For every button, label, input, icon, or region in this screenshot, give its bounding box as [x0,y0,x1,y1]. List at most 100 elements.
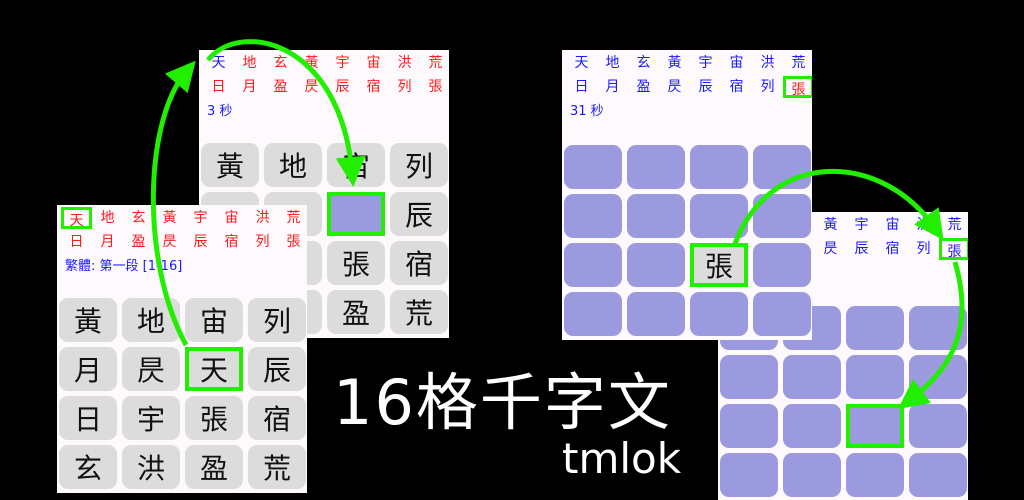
tile[interactable]: 日 [59,396,117,440]
header-char: 宿 [224,234,239,250]
tile[interactable] [753,292,811,336]
header-char: 荒 [286,210,301,226]
tile[interactable]: 盈 [185,445,243,489]
tile[interactable]: 宿 [390,241,448,285]
tile[interactable] [564,243,622,287]
header-row: 昃辰宿列張 [722,238,968,260]
status-text: 繁體: 第一段 [1-16] [65,259,183,274]
tile[interactable] [720,453,778,497]
header-char: 玄 [636,55,651,71]
tile-grid: 張 [564,145,811,336]
tile[interactable]: 黃 [59,298,117,342]
header-char: 玄 [273,55,288,71]
header-char: 宿 [729,79,744,95]
tile[interactable] [720,355,778,399]
header-char: 日 [211,79,226,95]
tile[interactable] [627,243,685,287]
tile[interactable] [627,194,685,238]
tile[interactable] [783,404,841,448]
header-char: 宙 [224,210,239,226]
tile[interactable]: 宿 [248,396,306,440]
header-char: 列 [916,241,931,257]
tile[interactable]: 宙 [185,298,243,342]
tile[interactable] [720,404,778,448]
header-char: 黃 [823,217,838,233]
tile[interactable] [627,145,685,189]
header-char: 洪 [397,55,412,71]
tile[interactable]: 列 [390,143,448,187]
header-char: 玄 [131,210,146,226]
tile[interactable]: 黃 [201,143,259,187]
tile[interactable]: 月 [59,347,117,391]
header-char: 張 [428,79,443,95]
tile[interactable] [846,306,904,350]
header-char: 月 [605,79,620,95]
header-char: 辰 [335,79,350,95]
tile[interactable] [327,192,385,236]
tile[interactable]: 列 [248,298,306,342]
header-char: 日 [69,234,84,250]
tile[interactable]: 盈 [327,290,385,334]
header-char: 列 [397,79,412,95]
header-char: 宙 [729,55,744,71]
tile[interactable] [627,292,685,336]
header-char: 荒 [428,55,443,71]
tile[interactable]: 荒 [390,290,448,334]
tile[interactable]: 宇 [122,396,180,440]
header-char: 張 [783,76,812,98]
header-char: 盈 [636,79,651,95]
tile[interactable]: 辰 [248,347,306,391]
tile[interactable]: 張 [185,396,243,440]
header-char: 日 [574,79,589,95]
header-char: 宿 [366,79,381,95]
tile[interactable] [753,145,811,189]
tile[interactable] [783,453,841,497]
header-char: 列 [760,79,775,95]
tile[interactable] [690,292,748,336]
tile[interactable]: 玄 [59,445,117,489]
status-text: 3 秒 [207,104,233,119]
arrow-1 [150,60,196,347]
header-char: 天 [574,55,589,71]
header-row: 日月盈昃辰宿列張 [203,76,449,98]
tile[interactable] [564,145,622,189]
header-char: 辰 [854,241,869,257]
tile[interactable] [753,243,811,287]
header-char: 宇 [193,210,208,226]
header-char: 張 [286,234,301,250]
tile[interactable] [909,404,967,448]
header-row: 天地玄黃宇宙洪荒 [203,52,449,74]
arrow-3 [732,169,944,245]
tile[interactable]: 張 [690,243,748,287]
app-title: 16格千字文 [333,366,672,439]
header-char: 地 [605,55,620,71]
tile[interactable]: 地 [264,143,322,187]
tile[interactable] [564,292,622,336]
header-char: 辰 [698,79,713,95]
header-char: 宇 [698,55,713,71]
tile[interactable] [846,355,904,399]
header-char: 宙 [366,55,381,71]
header-row: 日月盈昃辰宿列張 [566,76,812,98]
header-char: 地 [242,55,257,71]
tile[interactable] [846,453,904,497]
arrow-4 [898,261,965,410]
header-char: 盈 [273,79,288,95]
header-char: 昃 [667,79,682,95]
tile[interactable]: 天 [185,347,243,391]
header-char: 昃 [162,234,177,250]
tile[interactable]: 張 [327,241,385,285]
header-char: 盈 [131,234,146,250]
header-char: 洪 [760,55,775,71]
tile[interactable] [909,453,967,497]
tile[interactable]: 荒 [248,445,306,489]
tile[interactable]: 洪 [122,445,180,489]
tile[interactable] [564,194,622,238]
tile[interactable]: 昃 [122,347,180,391]
tile[interactable]: 辰 [390,192,448,236]
header-char: 辰 [193,234,208,250]
tile[interactable] [690,145,748,189]
tile[interactable] [783,355,841,399]
header-char: 荒 [947,217,962,233]
tile[interactable] [846,404,904,448]
